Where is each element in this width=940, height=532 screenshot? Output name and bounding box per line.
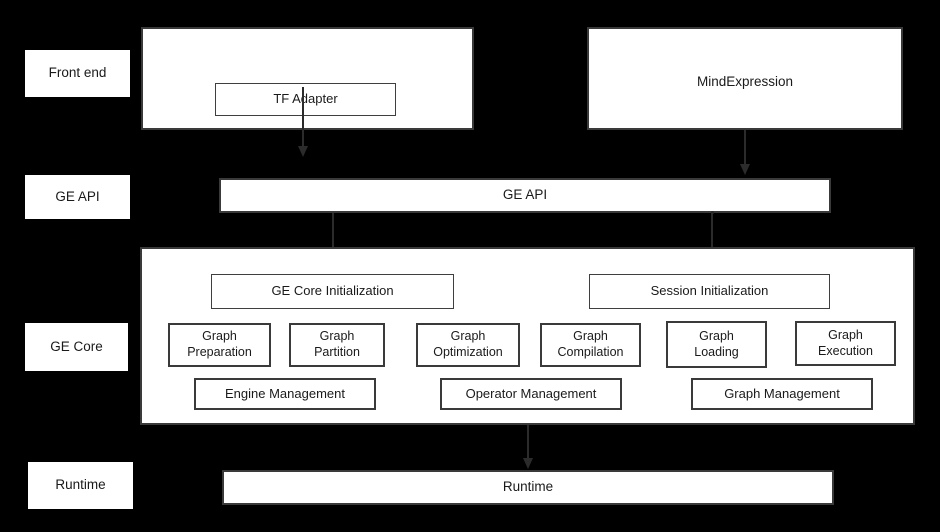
session-initialization-label: Session Initialization [650,283,769,299]
graph-execution-box: Graph Execution [795,321,896,366]
mindexpression-container: MindExpression [587,27,903,130]
graph-compilation-label: Graph Compilation [557,329,624,359]
connector-ge-api-to-ge-core-init [332,213,334,259]
graph-loading-box: Graph Loading [666,321,767,368]
ge-core-panel: GE Core Initialization Session Initializ… [140,247,915,425]
arrowhead-tf-adapter-to-ge-api [297,146,308,157]
graph-preparation-box: Graph Preparation [168,323,271,367]
operator-management-box: Operator Management [440,378,622,410]
graph-management-label: Graph Management [724,385,840,401]
layer-label-runtime: Runtime [28,462,133,509]
ge-core-initialization-label: GE Core Initialization [271,283,394,299]
layer-label-front-end-text: Front end [48,65,107,81]
ge-api-bar-label: GE API [502,187,548,203]
operator-management-label: Operator Management [465,385,597,401]
runtime-bar-label: Runtime [502,479,554,495]
layer-label-ge-api: GE API [25,175,130,219]
mindexpression-title: MindExpression [696,74,794,89]
session-initialization-box: Session Initialization [589,274,830,309]
layer-label-front-end: Front end [25,50,130,97]
graph-partition-label: Graph Partition [314,329,360,359]
ge-core-initialization-box: GE Core Initialization [211,274,454,309]
tf-adapter-box: TF Adapter [215,83,396,116]
graph-management-box: Graph Management [691,378,873,410]
graph-loading-label: Graph Loading [694,328,739,359]
graph-preparation-label: Graph Preparation [187,329,252,359]
graph-execution-label: Graph Execution [818,327,873,358]
arrowhead-ge-core-to-runtime [522,458,533,469]
runtime-bar: Runtime [222,470,834,505]
ge-api-bar: GE API [219,178,831,213]
layer-label-ge-core-text: GE Core [50,338,103,354]
tf-adapter-label: TF Adapter [273,91,338,107]
layer-label-runtime-text: Runtime [55,477,106,493]
connector-tf-adapter-to-ge-api [302,87,304,147]
arrowhead-mindexpression-to-ge-api [739,164,750,175]
graph-optimization-label: Graph Optimization [433,329,503,359]
connector-mindexpression-to-ge-api [744,130,746,165]
layer-label-ge-api-text: GE API [55,188,100,204]
connector-ge-api-to-session-init [711,213,713,259]
graph-optimization-box: Graph Optimization [416,323,520,367]
engine-management-box: Engine Management [194,378,376,410]
graph-compilation-box: Graph Compilation [540,323,641,367]
graph-partition-box: Graph Partition [289,323,385,367]
tensorflow-container: Tensorflow TF Adapter [141,27,474,130]
connector-ge-core-to-runtime [527,425,529,459]
layer-label-ge-core: GE Core [25,323,128,371]
junction-dot-ge-api-session [710,211,714,214]
engine-management-label: Engine Management [225,385,345,401]
